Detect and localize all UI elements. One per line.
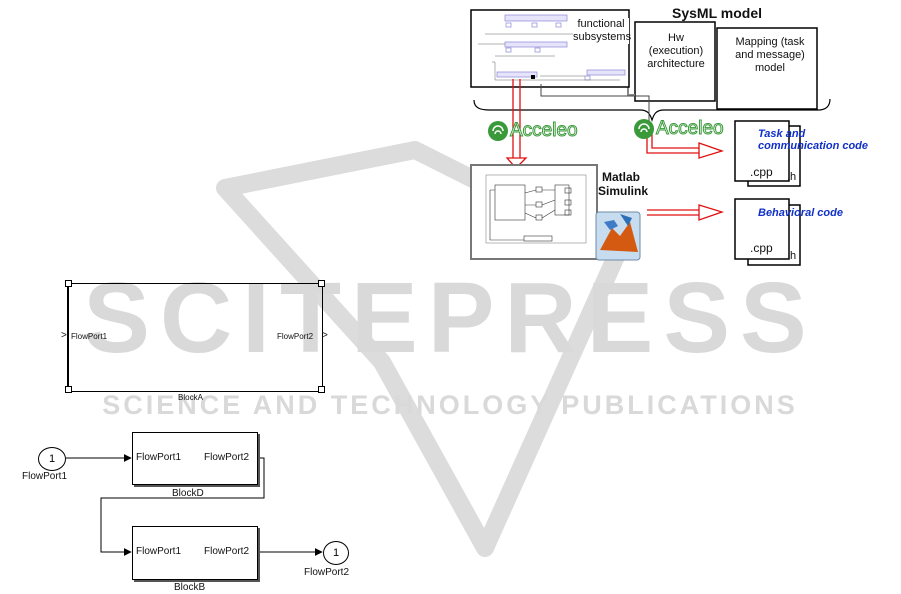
acceleo-label-2: Acceleo <box>656 118 725 140</box>
brace <box>473 98 831 122</box>
blockD-name: BlockD <box>172 488 204 499</box>
blockA-in-port-label: FlowPort1 <box>71 332 108 341</box>
blockA-handle-bl[interactable] <box>65 386 72 393</box>
inport-name: FlowPort1 <box>22 471 68 482</box>
blockA-handle-br[interactable] <box>318 386 325 393</box>
inport-1[interactable]: 1 <box>38 447 66 471</box>
acceleo-logo-2 <box>634 119 654 139</box>
blockD-out-port-label: FlowPort2 <box>204 452 250 463</box>
file-cpp-1: .cpp <box>750 165 773 179</box>
blockB-name: BlockB <box>174 582 206 593</box>
outport-number: 1 <box>332 547 340 559</box>
blockA-out-port-label: FlowPort2 <box>277 332 314 341</box>
file-h-1: .h <box>787 171 797 183</box>
blockA-left-edge <box>67 283 69 391</box>
outport-1[interactable]: 1 <box>323 541 349 565</box>
functional-label: functional subsystems <box>573 18 632 44</box>
blockA-name: BlockA <box>178 393 203 402</box>
blockA-handle-tr[interactable] <box>318 280 325 287</box>
watermark-outline-shape <box>216 141 627 557</box>
watermark-sub-text: SCIENCE AND TECHNOLOGY PUBLICATIONS <box>102 390 798 420</box>
mapping-page <box>716 27 818 110</box>
blockD-box[interactable] <box>132 432 258 485</box>
file-cpp-2: .cpp <box>750 241 773 255</box>
arrow-to-behavioral-code <box>698 204 725 221</box>
watermark-big-text: SCITEPRESS <box>83 262 817 374</box>
behavioral-code-files <box>734 198 801 266</box>
file-h-2: .h <box>787 250 797 262</box>
blockB-in-port-label: FlowPort1 <box>136 546 182 557</box>
blockB-out-port-label: FlowPort2 <box>204 546 250 557</box>
mapping-label: Mapping (task and message) model <box>735 36 805 74</box>
blockB-box[interactable] <box>132 526 258 580</box>
wire-blockD-to-blockB <box>100 457 265 556</box>
hw-page <box>634 21 716 102</box>
sysml-title: SysML model <box>672 5 762 21</box>
matlab-icon <box>595 211 641 261</box>
inport-number: 1 <box>48 453 56 465</box>
acceleo-label-1: Acceleo <box>510 120 579 142</box>
task-code-label: Task and communication code <box>758 128 869 152</box>
outport-name: FlowPort2 <box>304 567 350 578</box>
task-code-files <box>734 120 801 187</box>
blockA-handle-tl[interactable] <box>65 280 72 287</box>
arrow-to-task-code <box>698 142 725 159</box>
acceleo-logo-1 <box>488 121 508 141</box>
matlab-label: Matlab Simulink <box>598 170 649 198</box>
hw-label: Hw (execution) architecture <box>647 32 705 70</box>
functional-thumbnail <box>496 14 626 81</box>
behavioral-code-label: Behavioral code <box>758 207 843 219</box>
blockA-out-chevron: > <box>322 330 328 341</box>
arrow-to-simulink <box>505 157 528 169</box>
blockD-in-port-label: FlowPort1 <box>136 452 182 463</box>
blockA-in-chevron: > <box>61 330 67 341</box>
simulink-thumbnail <box>485 174 587 244</box>
